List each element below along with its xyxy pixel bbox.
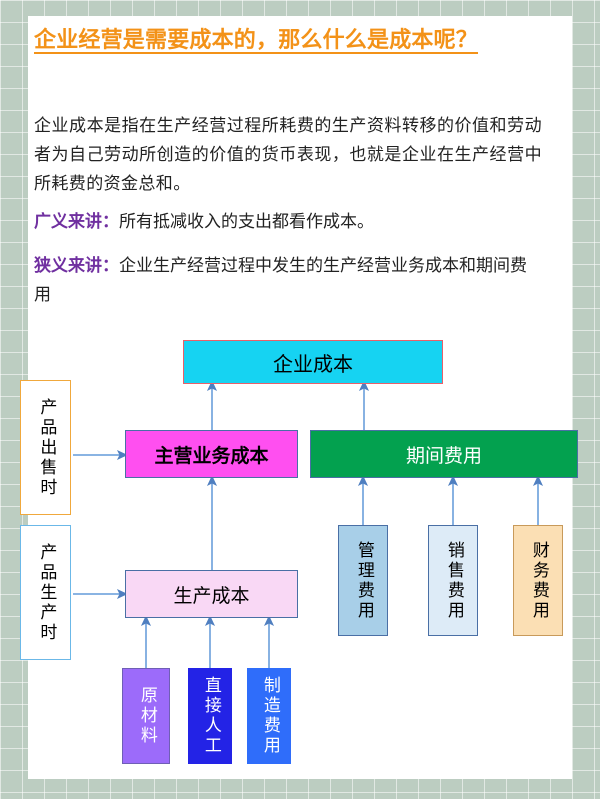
node-period-expense-label: 期间费用 xyxy=(405,444,482,467)
node-when-product-sold-label: 产品出售时 xyxy=(36,397,57,498)
node-finance-expense[interactable]: 财务费用 xyxy=(513,525,563,636)
node-admin-expense[interactable]: 管理费用 xyxy=(338,525,388,636)
node-when-product-sold[interactable]: 产品出售时 xyxy=(20,380,71,515)
node-total-cost-label: 企业成本 xyxy=(273,351,353,376)
page-title-text: 企业经营是需要成本的，那么什么是成本呢？ xyxy=(34,28,479,53)
node-direct-labor[interactable]: 直接人工 xyxy=(188,668,232,764)
intro-paragraph: 企业成本是指在生产经营过程所耗费的生产资料转移的价值和劳动者为自己劳动所创造的价… xyxy=(34,116,542,194)
definition-narrow-label: 狭义来讲： xyxy=(34,256,119,276)
node-raw-material[interactable]: 原材料 xyxy=(122,668,170,764)
paper-sheet xyxy=(28,16,572,779)
node-raw-material-label: 原材料 xyxy=(136,686,157,746)
node-production-cost[interactable]: 生产成本 xyxy=(125,570,298,618)
definition-broad-label: 广义来讲： xyxy=(34,212,119,232)
definition-broad-text: 所有抵减收入的支出都看作成本。 xyxy=(119,212,374,232)
node-admin-expense-label: 管理费用 xyxy=(353,540,374,621)
definition-broad: 广义来讲：所有抵减收入的支出都看作成本。 xyxy=(34,208,542,237)
node-total-cost[interactable]: 企业成本 xyxy=(183,340,443,384)
node-sales-expense[interactable]: 销售费用 xyxy=(428,525,478,636)
node-direct-labor-label: 直接人工 xyxy=(200,676,221,756)
definition-narrow-text: 企业生产经营过程中发生的生产经营业务成本和期间费用 xyxy=(34,256,527,305)
node-finance-expense-label: 财务费用 xyxy=(528,540,549,621)
node-period-expense[interactable]: 期间费用 xyxy=(310,430,578,478)
page-title: 企业经营是需要成本的，那么什么是成本呢？ xyxy=(34,22,504,59)
node-when-product-made[interactable]: 产品生产时 xyxy=(20,525,71,660)
node-sales-expense-label: 销售费用 xyxy=(443,540,464,621)
node-main-business-cost-label: 主营业务成本 xyxy=(154,444,269,467)
node-when-product-made-label: 产品生产时 xyxy=(36,542,57,643)
node-main-business-cost[interactable]: 主营业务成本 xyxy=(125,430,298,478)
node-production-cost-label: 生产成本 xyxy=(173,584,250,607)
node-manufacturing-expense-label: 制造费用 xyxy=(259,676,280,756)
definition-narrow: 狭义来讲：企业生产经营过程中发生的生产经营业务成本和期间费用 xyxy=(34,252,542,310)
node-manufacturing-expense[interactable]: 制造费用 xyxy=(247,668,291,764)
